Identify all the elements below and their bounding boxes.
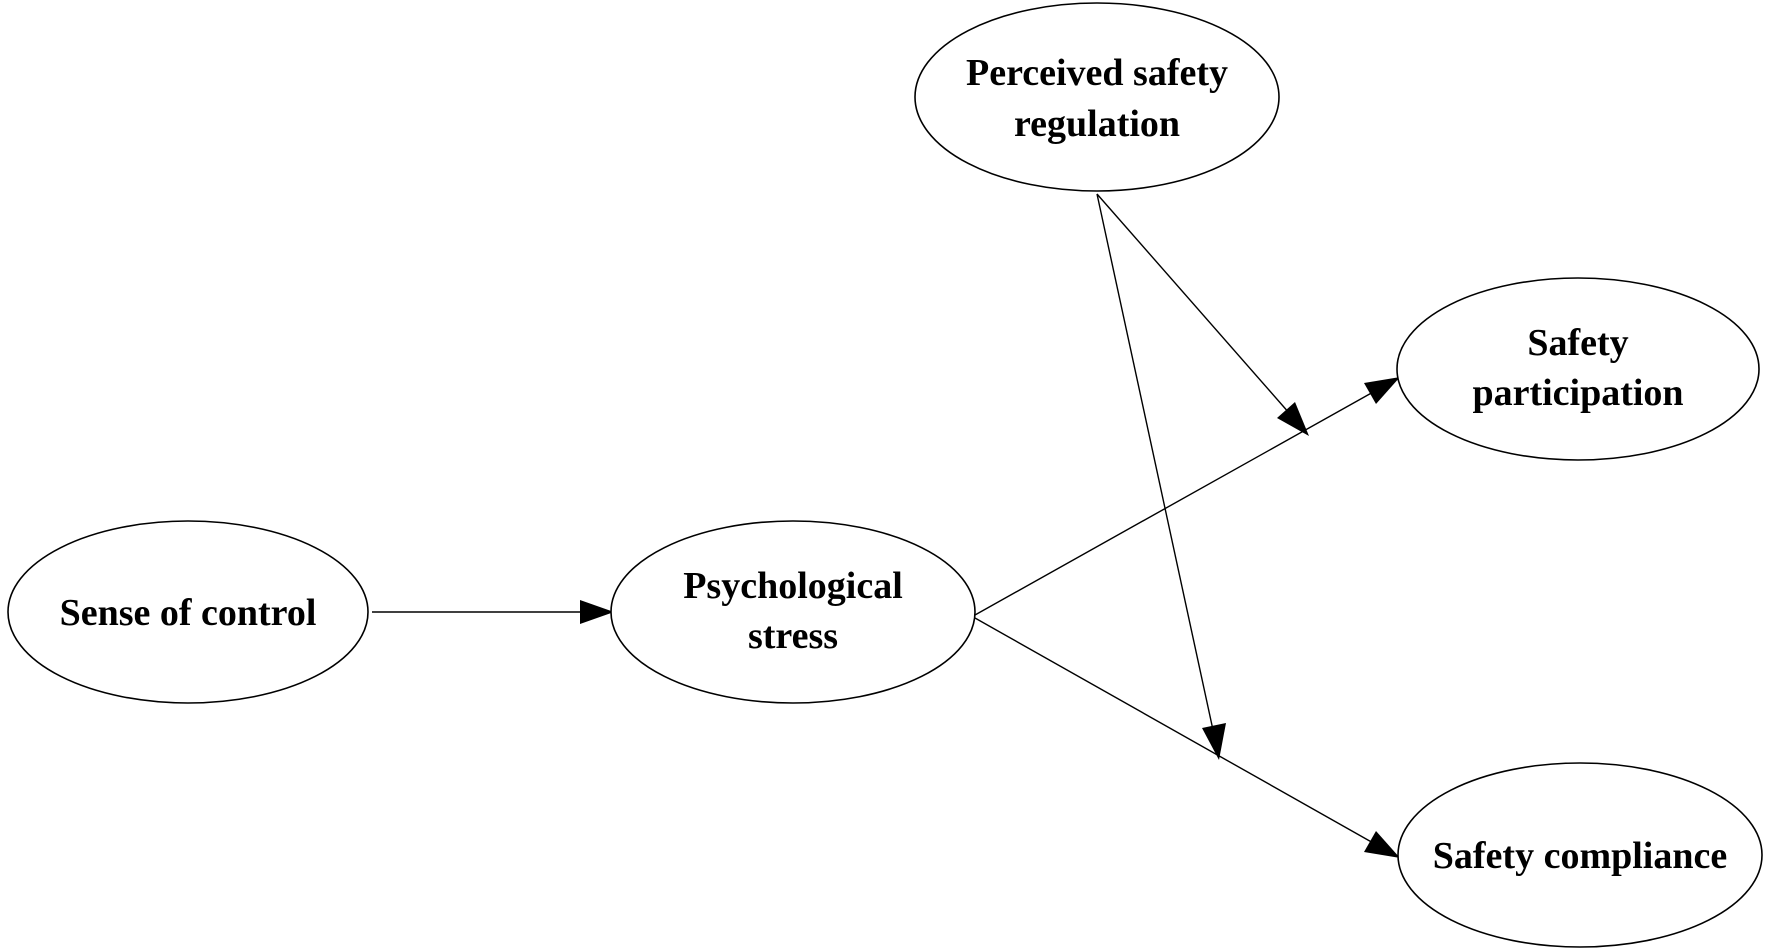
arrowhead-stress-to-compliance (1364, 831, 1400, 858)
edges (372, 193, 1400, 858)
node-perceived-safety-regulation: Perceived safety regulation (914, 2, 1280, 192)
arrowhead-regulation-to-compliance-path (1202, 723, 1226, 760)
node-perceived-safety-regulation-label-line1: Perceived safety (966, 52, 1228, 94)
node-safety-participation-label-line2: participation (1472, 372, 1683, 414)
arrowhead-control-to-stress (580, 600, 614, 624)
edge-regulation-to-compliance-path (1096, 193, 1214, 731)
node-safety-compliance: Safety compliance (1397, 762, 1763, 948)
arrowhead-regulation-to-participation-path (1277, 402, 1309, 436)
node-safety-participation: Safety participation (1396, 277, 1760, 461)
arrowhead-stress-to-participation (1364, 377, 1400, 404)
edge-regulation-to-participation-path (1096, 193, 1291, 415)
node-sense-of-control: Sense of control (7, 520, 369, 704)
node-perceived-safety-regulation-label-line2: regulation (1014, 103, 1180, 145)
node-psychological-stress: Psychological stress (610, 520, 976, 704)
node-safety-participation-label-line1: Safety (1527, 322, 1628, 364)
edge-stress-to-participation (974, 390, 1376, 616)
node-safety-compliance-label: Safety compliance (1433, 835, 1727, 877)
node-psychological-stress-label-line2: stress (748, 615, 838, 657)
edge-stress-to-compliance (974, 617, 1376, 845)
node-sense-of-control-label: Sense of control (60, 592, 317, 634)
node-psychological-stress-label-line1: Psychological (683, 565, 903, 607)
